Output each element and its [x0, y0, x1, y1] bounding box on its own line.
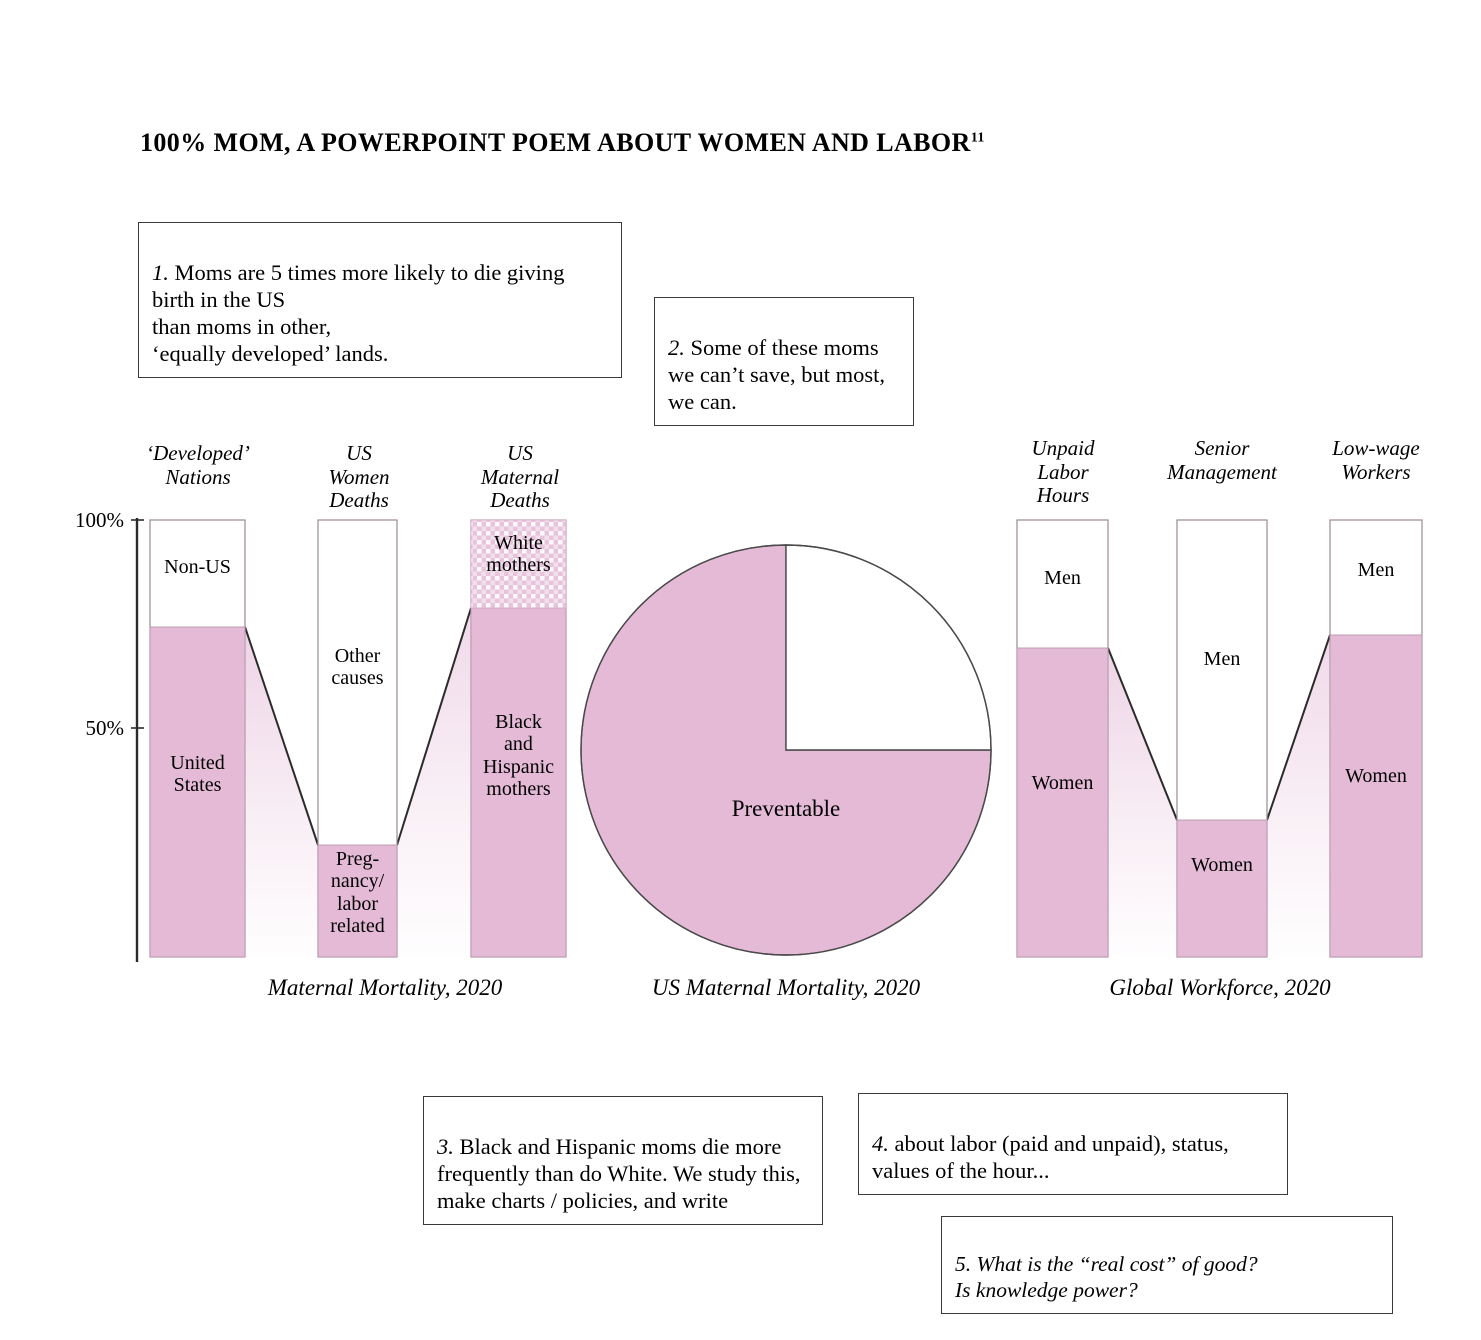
- y-axis-left: [131, 518, 144, 962]
- column-header-low-wage-workers: Low-wage Workers: [1332, 436, 1420, 484]
- bar-developed-nations: [149, 519, 246, 958]
- note-1-text: Moms are 5 times more likely to die givi…: [152, 260, 565, 366]
- note-5-number: 5.: [955, 1251, 972, 1276]
- segment-label-black-and-hispanic-mothers: Black and Hispanic mothers: [482, 711, 555, 801]
- note-3-text: Black and Hispanic moms die more frequen…: [437, 1134, 801, 1213]
- axis-tick-50: 50%: [85, 716, 125, 740]
- segment-label-unpaid-men: Men: [1044, 567, 1081, 589]
- connector-bar5-bar6: [1266, 634, 1331, 957]
- column-header-developed-nations: ‘Developed’ Nations: [146, 441, 250, 489]
- column-header-us-maternal-deaths: US Maternal Deaths: [480, 441, 560, 513]
- column-header-us-women-deaths: US Women Deaths: [328, 441, 390, 513]
- segment-label-pregnancy-labor-related: Preg- nancy/ labor related: [330, 848, 385, 938]
- note-box-5: 5. What is the “real cost” of good? Is k…: [941, 1216, 1393, 1315]
- segment-label-unpaid-women: Women: [1031, 772, 1094, 794]
- segment-label-senior-men: Men: [1203, 648, 1241, 670]
- connector-bar4-bar5: [1107, 647, 1178, 957]
- connector-bar1-bar2: [244, 626, 319, 957]
- column-header-unpaid-labor-hours: Unpaid Labor Hours: [1031, 436, 1095, 508]
- note-box-4: 4. about labor (paid and unpaid), status…: [858, 1093, 1288, 1195]
- bar-senior-management: [1176, 519, 1268, 958]
- note-2-number: 2.: [668, 335, 685, 360]
- caption-maternal-mortality: Maternal Mortality, 2020: [267, 975, 503, 1000]
- column-header-senior-management: Senior Management: [1167, 436, 1277, 484]
- segment-label-lowwage-women: Women: [1345, 765, 1407, 787]
- segment-label-non-us: Non-US: [164, 556, 231, 578]
- note-3-number: 3.: [437, 1134, 454, 1159]
- note-1-number: 1.: [152, 260, 169, 285]
- pie-chart-us-maternal-mortality: [580, 544, 992, 956]
- segment-label-united-states: United States: [170, 752, 225, 797]
- segment-label-white-mothers: White mothers: [486, 532, 551, 577]
- note-2-text: Some of these moms we can’t save, but mo…: [668, 335, 886, 414]
- note-4-number: 4.: [872, 1131, 889, 1156]
- caption-us-maternal-mortality: US Maternal Mortality, 2020: [651, 975, 921, 1000]
- note-5-text: What is the “real cost” of good? Is know…: [955, 1251, 1258, 1302]
- segment-label-lowwage-men: Men: [1357, 559, 1395, 581]
- caption-global-workforce: Global Workforce, 2020: [1109, 975, 1331, 1000]
- axis-tick-100: 100%: [75, 508, 124, 532]
- page-title: 100% MOM, A POWERPOINT POEM ABOUT WOMEN …: [140, 128, 985, 158]
- segment-label-senior-women: Women: [1191, 854, 1253, 876]
- page-title-text: 100% MOM, A POWERPOINT POEM ABOUT WOMEN …: [140, 128, 971, 157]
- pie-slice-label-preventable: Preventable: [731, 796, 841, 821]
- note-box-1: 1. Moms are 5 times more likely to die g…: [138, 222, 622, 378]
- note-box-3: 3. Black and Hispanic moms die more freq…: [423, 1096, 823, 1225]
- note-4-text: about labor (paid and unpaid), status, v…: [872, 1131, 1229, 1183]
- page-title-footnote-marker: 11: [970, 130, 985, 146]
- note-box-2: 2. Some of these moms we can’t save, but…: [654, 297, 914, 426]
- bar-low-wage-workers: [1329, 519, 1423, 958]
- connector-bar2-bar3: [396, 607, 472, 957]
- segment-label-other-causes: Other causes: [331, 645, 384, 690]
